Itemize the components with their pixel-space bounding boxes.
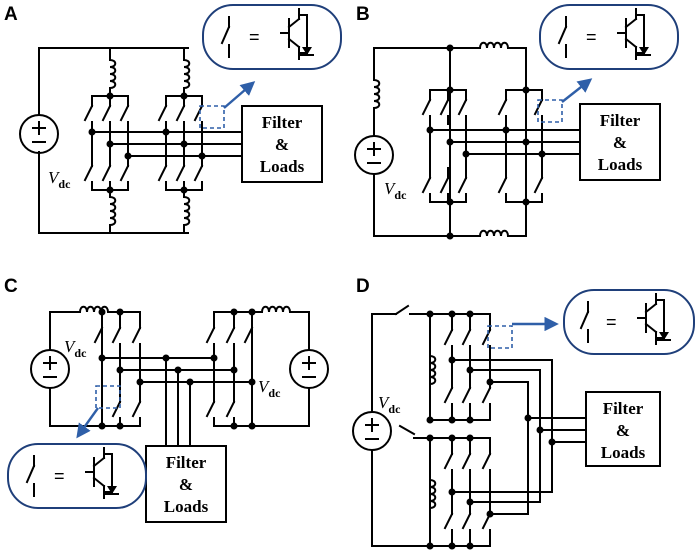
switch-icon xyxy=(120,155,129,191)
dc-source-icon xyxy=(289,349,329,389)
panel-b: B Vdc xyxy=(354,4,679,240)
inductor-icon xyxy=(183,59,191,89)
svg-text:B: B xyxy=(356,4,370,25)
inductor-icon xyxy=(109,59,117,89)
filter-loads-box-a xyxy=(241,105,323,183)
svg-text:=: = xyxy=(249,27,260,47)
svg-text:=: = xyxy=(586,27,597,47)
panel-c: C Vdc Vdc xyxy=(4,276,329,523)
inductor-icon xyxy=(479,41,509,49)
panel-label-a: A xyxy=(4,4,18,25)
dc-source-icon xyxy=(352,411,392,451)
dc-source-icon xyxy=(30,349,70,389)
vdc-label-a: Vdc xyxy=(48,168,71,191)
svg-text:Filter: Filter xyxy=(600,111,641,130)
filter-loads-box-c xyxy=(145,445,227,523)
switch-icon xyxy=(120,95,129,131)
svg-text:Loads: Loads xyxy=(164,497,209,516)
inductor-icon xyxy=(373,79,381,109)
svg-text:&: & xyxy=(179,475,193,494)
svg-text:=: = xyxy=(54,466,65,486)
svg-text:Loads: Loads xyxy=(598,155,643,174)
filter-loads-box-d xyxy=(585,391,661,467)
filter-loads-box-b xyxy=(579,103,661,181)
svg-text:=: = xyxy=(606,312,617,332)
svg-text:Vdc: Vdc xyxy=(378,393,401,416)
panel-a: A Vdc xyxy=(4,4,342,234)
switch-icon xyxy=(102,155,111,191)
switch-icon xyxy=(176,155,185,191)
highlight-box xyxy=(199,105,225,129)
vdc-label-b: Vdc xyxy=(384,179,407,202)
switch-icon xyxy=(158,155,167,191)
svg-text:&: & xyxy=(613,133,627,152)
dc-source-icon xyxy=(19,114,59,154)
inductor-icon xyxy=(183,196,191,226)
svg-text:&: & xyxy=(616,421,630,440)
svg-text:Loads: Loads xyxy=(601,443,646,462)
svg-text:&: & xyxy=(275,135,289,154)
svg-text:Loads: Loads xyxy=(260,157,305,176)
svg-text:Vdc: Vdc xyxy=(64,337,87,360)
inductor-icon xyxy=(109,196,117,226)
switch-icon xyxy=(84,155,93,191)
switch-icon xyxy=(158,95,167,131)
panel-d: D Vdc xyxy=(352,276,695,550)
switch-icon xyxy=(84,95,93,131)
svg-text:Vdc: Vdc xyxy=(258,377,281,400)
dc-source-icon xyxy=(354,135,394,175)
svg-text:C: C xyxy=(4,276,18,297)
switch-icon xyxy=(102,95,111,131)
svg-text:Filter: Filter xyxy=(262,113,303,132)
switch-icon xyxy=(194,155,203,191)
svg-text:D: D xyxy=(356,276,370,297)
svg-text:Filter: Filter xyxy=(603,399,644,418)
svg-text:Filter: Filter xyxy=(166,453,207,472)
switch-icon xyxy=(176,95,185,131)
switch-icon xyxy=(194,95,203,131)
inductor-icon xyxy=(479,229,509,237)
